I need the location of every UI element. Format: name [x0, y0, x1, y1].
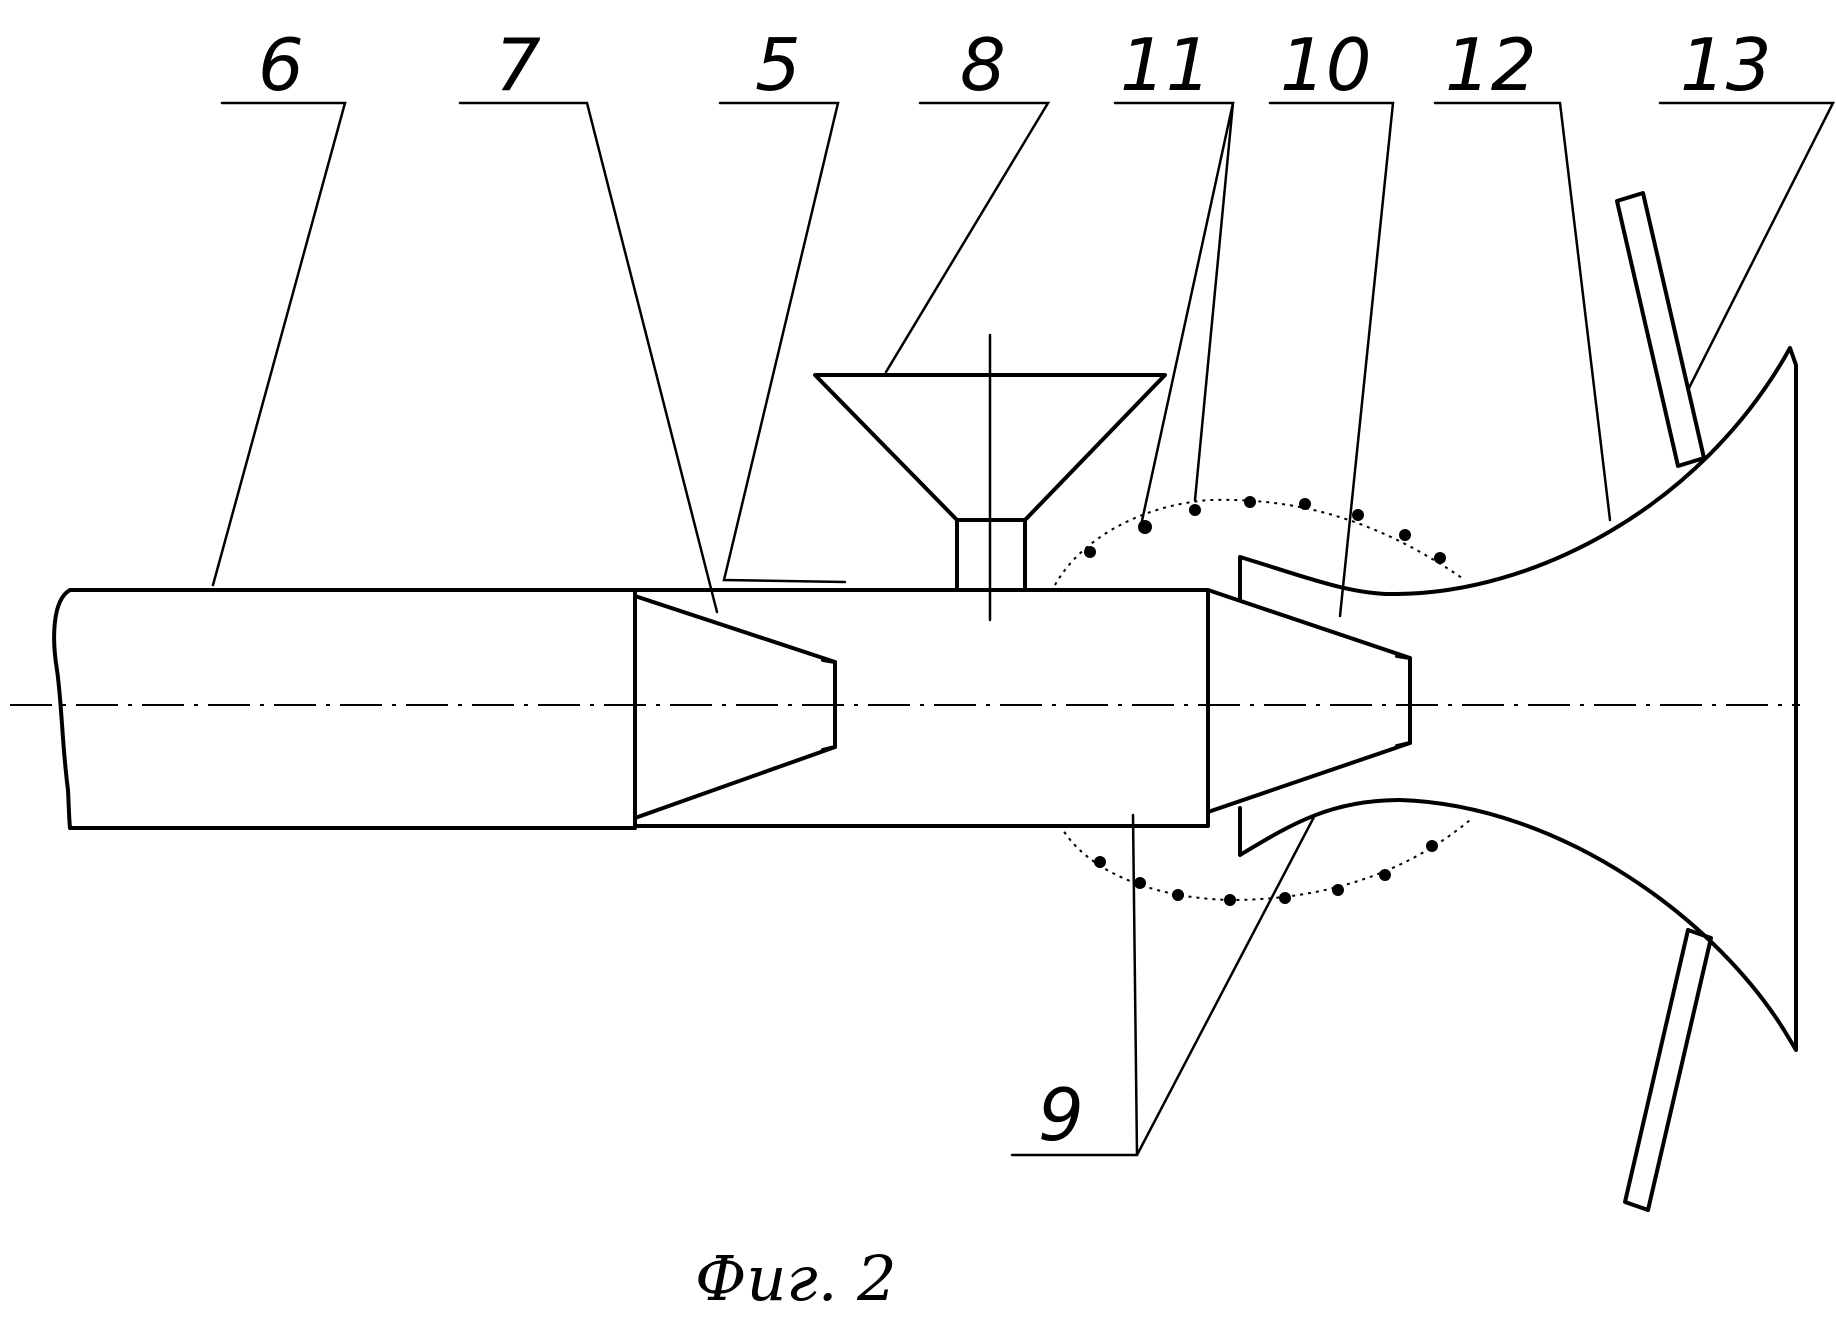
- label-13: 13: [1680, 23, 1772, 107]
- hopper-8: [813, 373, 1167, 592]
- bead-ring-upper: [1054, 498, 1463, 586]
- bead-ring-lower: [1059, 819, 1471, 902]
- nozzle-7: [633, 588, 837, 830]
- label-6: 6: [258, 23, 304, 107]
- label-8: 8: [960, 23, 1006, 107]
- label-11: 11: [1120, 23, 1212, 107]
- label-9: 9: [1038, 1073, 1084, 1157]
- strut-13-upper: [1615, 191, 1706, 468]
- nozzle-10: [1206, 588, 1412, 814]
- reference-labels: 6 7 5 8 11 10 12 13 9: [258, 23, 1772, 1157]
- strut-13-lower: [1623, 928, 1713, 1212]
- label-5: 5: [755, 23, 801, 107]
- leader-lines: [211, 101, 1836, 1157]
- pipe-6: [52, 588, 637, 830]
- label-10: 10: [1280, 23, 1372, 107]
- label-7: 7: [495, 23, 541, 107]
- label-12: 12: [1445, 23, 1537, 107]
- diffuser-12: [1238, 346, 1798, 1052]
- chamber-5: [633, 588, 1210, 828]
- bead-dots: [1084, 496, 1446, 906]
- figure-caption: Фиг. 2: [695, 1242, 897, 1315]
